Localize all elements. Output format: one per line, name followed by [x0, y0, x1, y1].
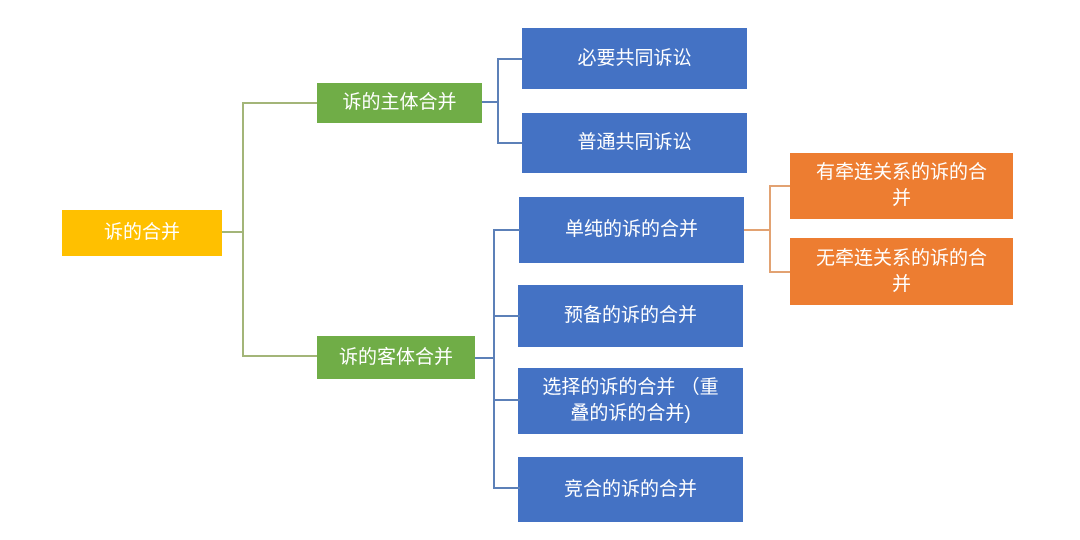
- connector-object-vertical: [493, 229, 495, 489]
- connector-simple-stem: [744, 229, 770, 231]
- node-simple-joinder: 单纯的诉的合并: [519, 197, 744, 263]
- connector-root-to-object: [242, 355, 317, 357]
- connector-subject-to-ordinary: [497, 142, 522, 144]
- connector-object-to-selective: [493, 399, 520, 401]
- connector-object-to-concurrent: [493, 487, 520, 489]
- node-necessary-joint-litigation: 必要共同诉讼: [522, 28, 747, 89]
- node-ordinary-joint-litigation: 普通共同诉讼: [522, 113, 747, 173]
- connector-root-vertical: [242, 102, 244, 357]
- connector-object-to-simple: [493, 229, 520, 231]
- connector-simple-vertical: [769, 185, 771, 273]
- connector-subject-vertical: [497, 58, 499, 144]
- connector-simple-to-connected: [769, 185, 790, 187]
- connector-simple-to-unconnected: [769, 271, 790, 273]
- connector-root-stem: [222, 231, 242, 233]
- node-connected-claims-joinder: 有牵连关系的诉的合 并: [790, 153, 1013, 219]
- node-selective-joinder: 选择的诉的合并 （重 叠的诉的合并): [518, 368, 743, 434]
- node-concurrent-joinder: 竞合的诉的合并: [518, 457, 743, 522]
- node-subject-joinder: 诉的主体合并: [317, 83, 482, 123]
- node-preliminary-joinder: 预备的诉的合并: [518, 285, 743, 347]
- node-unconnected-claims-joinder: 无牵连关系的诉的合 并: [790, 238, 1013, 305]
- connector-root-to-subject: [242, 102, 317, 104]
- connector-object-to-preliminary: [493, 315, 520, 317]
- connector-subject-to-necessary: [497, 58, 522, 60]
- connector-object-stem: [475, 357, 494, 359]
- connector-subject-stem: [482, 101, 498, 103]
- node-joinder-of-actions: 诉的合并: [62, 210, 222, 256]
- node-object-joinder: 诉的客体合并: [317, 336, 475, 379]
